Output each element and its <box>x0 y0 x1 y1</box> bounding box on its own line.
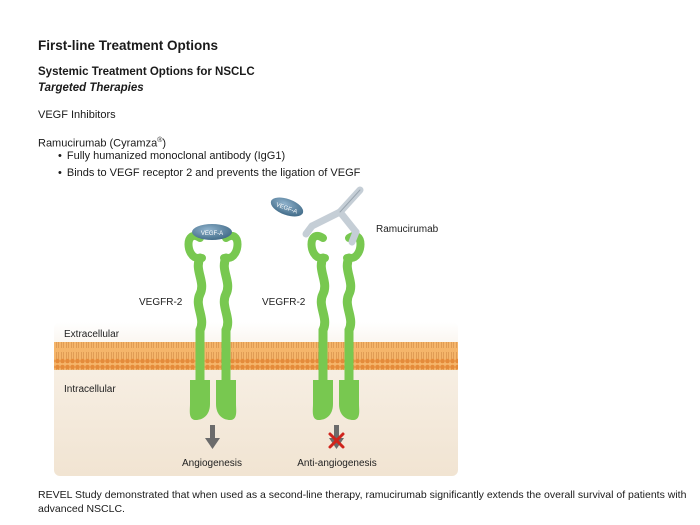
section-heading: Targeted Therapies <box>38 82 144 94</box>
signal-arrow-right-blocked <box>329 425 344 449</box>
footer-note: REVEL Study demonstrated that when used … <box>38 489 687 515</box>
vegf-ligand-bound: VEGF-A <box>192 224 232 240</box>
signal-arrow-left <box>205 425 220 449</box>
category-label: VEGF Inhibitors <box>38 109 116 121</box>
receptor-right-label: VEGFR-2 <box>262 297 306 308</box>
receptor-left-label: VEGFR-2 <box>139 297 183 308</box>
intracellular-label: Intracellular <box>64 384 116 395</box>
bullet-list: Fully humanized monoclonal antibody (IgG… <box>58 150 361 184</box>
page-title: First-line Treatment Options <box>38 38 219 53</box>
cell-membrane <box>54 342 458 370</box>
ramucirumab-label: Ramucirumab <box>376 224 439 235</box>
drug-name-text: Ramucirumab (Cyramza <box>38 137 158 150</box>
drug-name-close: ) <box>162 137 167 150</box>
vegf-ligand-free: VEGF-A <box>270 197 304 217</box>
receptor-left <box>184 232 242 420</box>
outcome-angiogenesis: Angiogenesis <box>182 458 242 469</box>
outcome-anti-angiogenesis: Anti-angiogenesis <box>297 458 377 469</box>
block-x-icon <box>328 432 345 449</box>
bullet-item: Binds to VEGF receptor 2 and prevents th… <box>58 167 361 180</box>
vegf-ligand-bound-label: VEGF-A <box>201 231 223 237</box>
bullet-item: Fully humanized monoclonal antibody (IgG… <box>58 150 360 163</box>
drug-name: Ramucirumab (Cyramza®) <box>38 137 166 150</box>
extracellular-label: Extracellular <box>64 329 120 340</box>
receptor-right <box>307 232 365 420</box>
registered-mark: ® <box>157 137 163 144</box>
section-subtitle: Systemic Treatment Options for NSCLC <box>38 66 255 78</box>
ramucirumab-antibody <box>302 186 364 246</box>
